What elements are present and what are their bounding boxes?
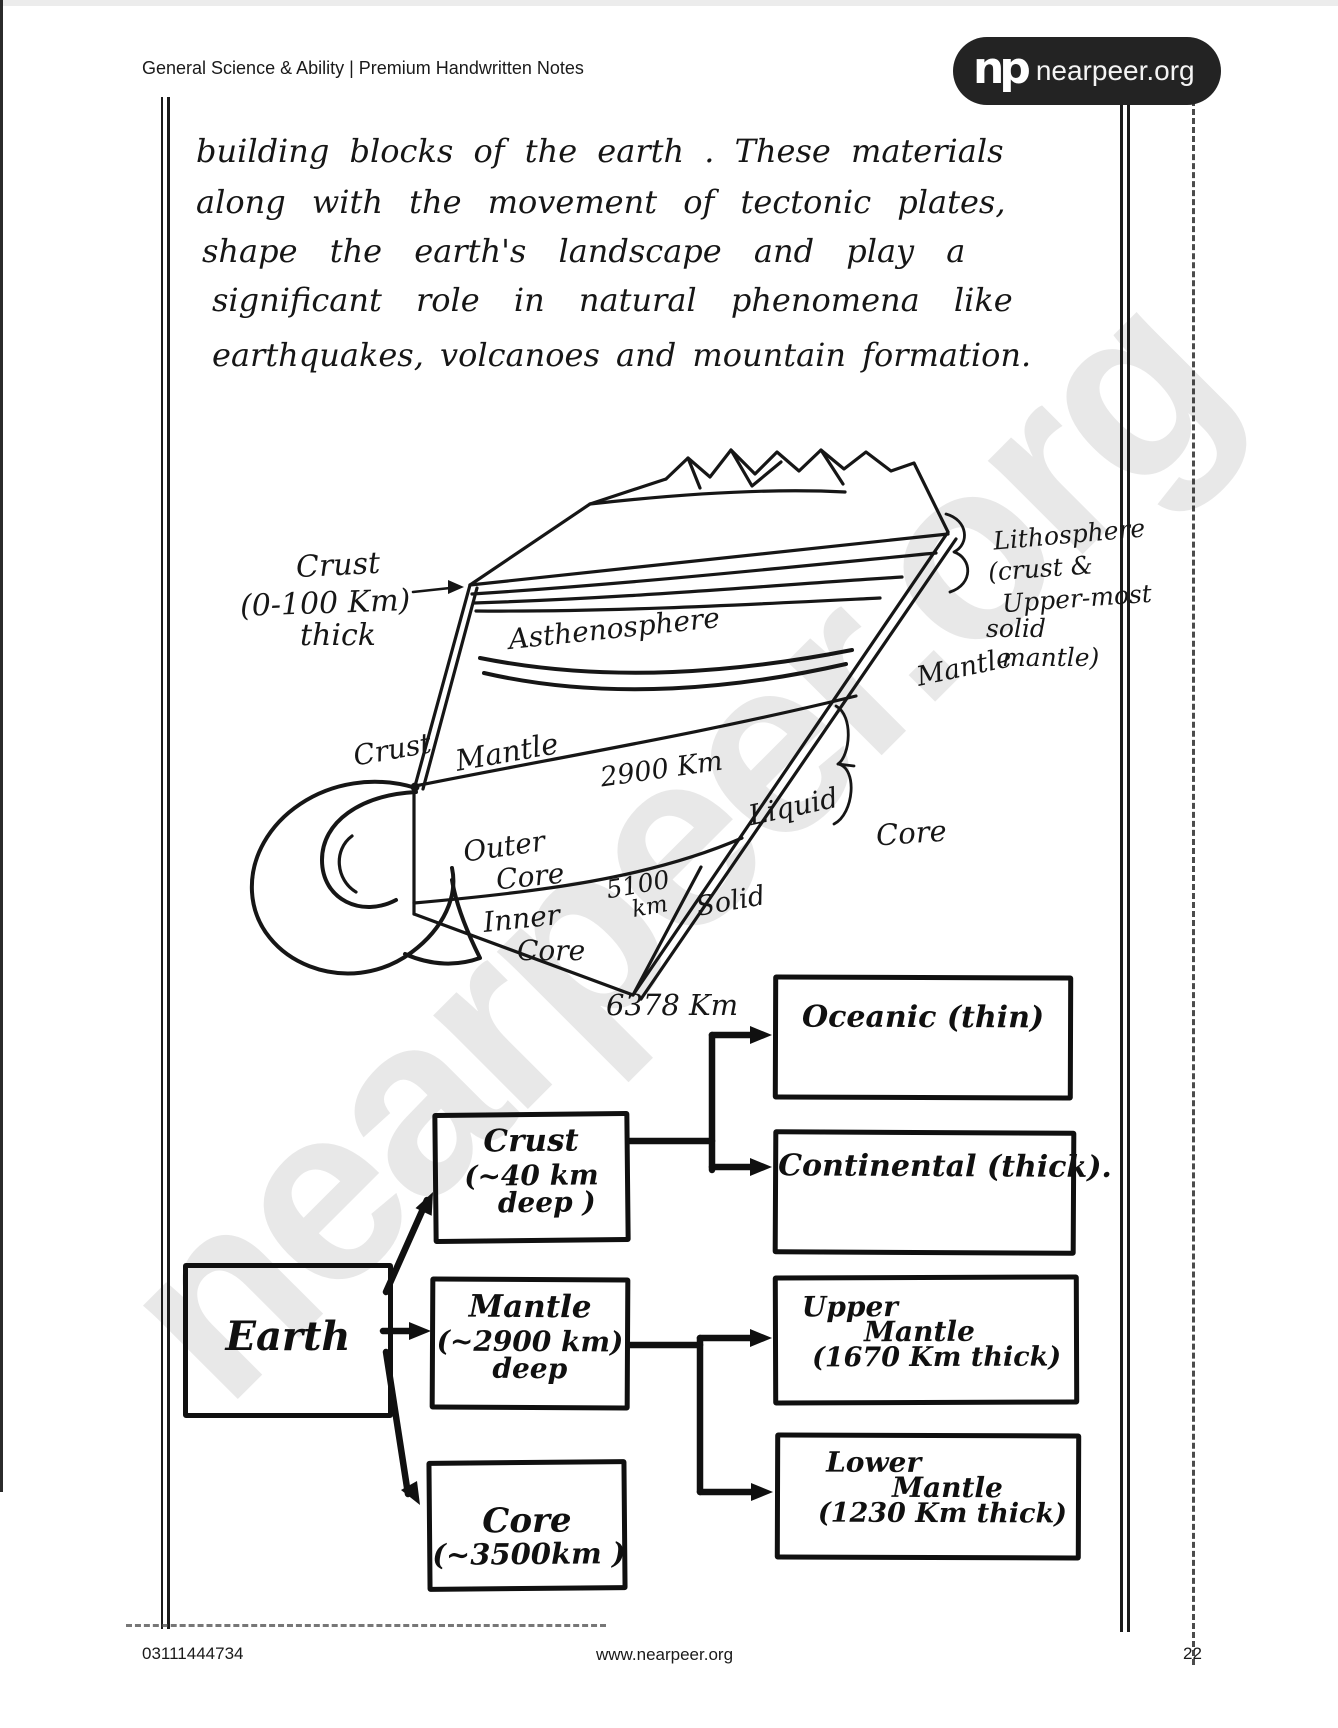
- paragraph-line: earthquakes, volcanoes and mountain form…: [212, 336, 1032, 374]
- lower-mantle-label-3: (1230 Km thick): [817, 1497, 1068, 1530]
- flowchart-oceanic-box: Oceanic (thin): [772, 974, 1074, 1101]
- left-margin-line-outer: [161, 97, 163, 1629]
- flowchart-continental-box: Continental (thick).: [772, 1129, 1112, 1256]
- right-margin-line-inner: [1127, 104, 1130, 1632]
- mantle-box-label: Mantle: [468, 1288, 592, 1326]
- flowchart-mantle-box: Mantle (~2900 km) deep: [429, 1276, 631, 1411]
- right-margin-line-outer: [1120, 104, 1123, 1632]
- flowchart-lower-mantle-box: Lower Mantle (1230 Km thick): [774, 1432, 1082, 1561]
- core-right-label: Core: [874, 813, 948, 853]
- flowchart-upper-mantle-box: Upper Mantle (1670 Km thick): [772, 1274, 1080, 1406]
- core-box-depth: (~3500km ): [432, 1536, 626, 1572]
- crust-left-label: Crust: [350, 726, 434, 773]
- nearpeer-logo-text: nearpeer.org: [1035, 55, 1195, 86]
- continental-box-label: Continental (thick).: [778, 1148, 1112, 1185]
- flowchart-crust-box: Crust (~40 km deep ): [432, 1110, 631, 1245]
- page-header-title: General Science & Ability | Premium Hand…: [142, 58, 584, 78]
- footer-rule-line: [126, 1624, 606, 1627]
- footer-page-number: 22: [1183, 1644, 1202, 1663]
- paragraph-line: significant role in natural phenomena li…: [212, 281, 1013, 319]
- paragraph-line: building blocks of the earth . These mat…: [196, 132, 1004, 170]
- page-left-edge: [0, 0, 3, 1492]
- lithosphere-solid: solid: [986, 614, 1046, 643]
- footer-phone: 03111444734: [142, 1644, 244, 1663]
- radius-6378-label: 6378 Km: [606, 988, 739, 1022]
- lithosphere-mantle: mantle): [1002, 643, 1100, 672]
- left-margin-line-inner: [167, 97, 170, 1629]
- paragraph-line: shape the earth's landscape and play a: [202, 232, 966, 270]
- upper-mantle-label-3: (1670 Km thick): [812, 1341, 1062, 1374]
- nearpeer-logo-icon: np: [973, 43, 1031, 94]
- inner-core-label-2: Core: [517, 934, 586, 967]
- earth-box-label: Earth: [225, 1313, 351, 1360]
- crust-callout-label: Crust: [295, 545, 381, 586]
- flowchart-earth-box: Earth: [183, 1263, 393, 1418]
- crust-box-label: Crust: [483, 1122, 579, 1160]
- page-top-edge: [0, 0, 1338, 6]
- flowchart-core-box: Core (~3500km ): [426, 1459, 628, 1592]
- paragraph-line: along with the movement of tectonic plat…: [196, 183, 1006, 221]
- right-dashed-margin-line: [1192, 100, 1195, 1665]
- crust-callout-thick: thick: [300, 618, 376, 653]
- nearpeer-logo: np nearpeer.org: [953, 37, 1221, 105]
- footer-website: www.nearpeer.org: [596, 1645, 734, 1664]
- oceanic-box-label: Oceanic (thin): [801, 999, 1045, 1036]
